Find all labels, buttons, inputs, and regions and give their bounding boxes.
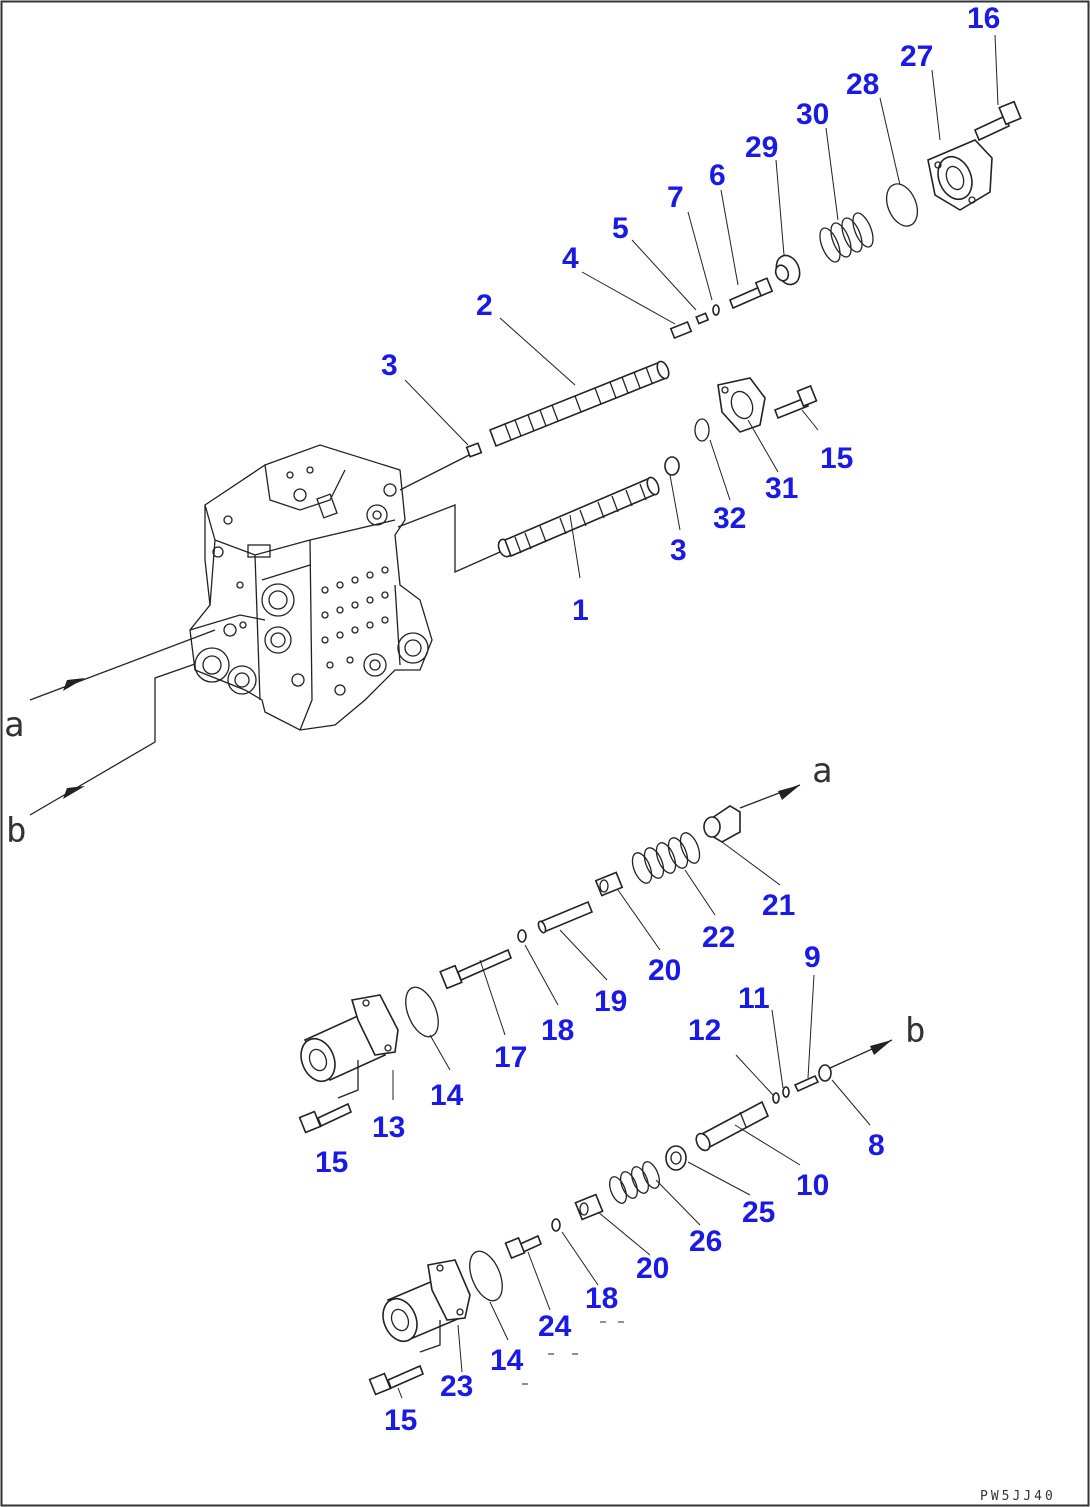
part-18-lower (551, 1218, 561, 1232)
part-11 (782, 1086, 790, 1098)
callout-30: 30 (796, 98, 829, 131)
callout-28: 28 (846, 68, 879, 101)
callout-11: 11 (738, 982, 770, 1015)
part-25-seat (665, 1145, 687, 1171)
callout-5: 5 (612, 212, 629, 245)
part-3-plug-upper (465, 442, 483, 458)
arrow-a-right (778, 785, 800, 800)
reference-letter-a-right: a (812, 751, 832, 791)
callout-1: 1 (572, 594, 589, 627)
part-20-seat-lower (574, 1193, 604, 1221)
drawing-code: PW5JJ40 (980, 1489, 1056, 1504)
part-27-cap (927, 139, 993, 211)
body-port-holes (236, 466, 389, 669)
reference-lines-left (29, 629, 216, 816)
callout-6: 6 (709, 159, 726, 192)
callout-16: 16 (967, 2, 1000, 35)
part-2-spool-upper (488, 360, 670, 448)
part-23-cover (382, 1259, 471, 1353)
part-31-cap (717, 377, 766, 433)
part-10-piston (695, 1100, 770, 1152)
reference-letter-b-left: b (6, 811, 26, 851)
part-16-bolt (973, 100, 1022, 142)
callout-8: 8 (868, 1129, 885, 1162)
reference-letter-a-left: a (4, 705, 24, 745)
part-20-seat-upper (594, 871, 624, 897)
part-15-bolt-lower (368, 1364, 425, 1396)
part-29-seat (774, 254, 801, 286)
callout-4: 4 (562, 242, 579, 275)
part-19-sleeve (537, 900, 594, 934)
callout-22: 22 (702, 921, 735, 954)
callout-13: 13 (372, 1111, 405, 1144)
callout-7: 7 (667, 181, 684, 214)
part-17-bolt (439, 948, 513, 990)
callout-15-lower: 15 (384, 1404, 417, 1437)
part-22-spring (631, 832, 701, 884)
callout-18-lower: 18 (585, 1282, 618, 1315)
lower-group-b (368, 1039, 893, 1396)
part-18-upper (517, 929, 527, 943)
part-1-spool (497, 476, 660, 558)
arrow-b-left (63, 786, 85, 799)
leader-lines (392, 34, 999, 1399)
part-9 (793, 1074, 820, 1093)
part-21-cap (703, 805, 741, 843)
callout-14-lower: 14 (490, 1344, 524, 1377)
callout-12: 12 (688, 1014, 721, 1047)
part-15-bolt-middle (298, 1102, 353, 1134)
callout-24: 24 (538, 1310, 572, 1343)
valve-body (189, 444, 433, 731)
callout-10: 10 (796, 1169, 829, 1202)
callout-32: 32 (713, 502, 746, 535)
callout-18-upper: 18 (541, 1014, 574, 1047)
callouts: 16 27 28 30 29 6 7 5 4 2 3 15 31 32 3 1 … (315, 2, 1000, 1437)
callout-15-middle: 15 (315, 1146, 348, 1179)
callout-20-lower: 20 (636, 1252, 669, 1285)
part-4 (669, 320, 693, 340)
callout-14-upper: 14 (430, 1079, 464, 1112)
callout-29: 29 (745, 131, 778, 164)
part-32-o-ring (694, 418, 710, 442)
dash-marks (522, 1321, 624, 1385)
part-30-spring (819, 212, 874, 263)
reference-letter-b-right: b (905, 1011, 925, 1051)
callout-23: 23 (440, 1370, 473, 1403)
part-7 (712, 304, 720, 316)
callout-19: 19 (594, 985, 627, 1018)
callout-26: 26 (689, 1225, 722, 1258)
part-5 (695, 312, 710, 325)
lower-spool-assembly (397, 377, 818, 574)
callout-27: 27 (900, 40, 933, 73)
part-24-bolt (504, 1234, 543, 1260)
callout-21: 21 (762, 889, 795, 922)
part-26-spring (609, 1161, 660, 1204)
part-28-o-ring (885, 183, 919, 227)
part-6-bolt (728, 277, 774, 310)
part-3-plug-lower (664, 456, 680, 476)
part-12 (772, 1092, 780, 1104)
callout-25: 25 (742, 1196, 775, 1229)
arrow-a-left (63, 678, 85, 691)
callout-17: 17 (494, 1041, 527, 1074)
part-8 (818, 1064, 832, 1082)
arrow-b-right (870, 1040, 892, 1055)
lower-group-a (298, 784, 801, 1134)
callout-3-lower: 3 (670, 534, 687, 567)
upper-spool-assembly (399, 100, 1022, 491)
callout-20-upper: 20 (648, 954, 681, 987)
part-14-o-ring-lower (469, 1250, 503, 1302)
callout-3-upper: 3 (381, 349, 398, 382)
callout-15-upper: 15 (820, 442, 853, 475)
callout-9: 9 (804, 941, 821, 974)
callout-2: 2 (476, 289, 493, 322)
part-13-cover (300, 994, 399, 1099)
callout-31: 31 (765, 472, 798, 505)
part-15-bolt-upper (773, 384, 818, 420)
part-14-o-ring-upper (405, 986, 439, 1038)
